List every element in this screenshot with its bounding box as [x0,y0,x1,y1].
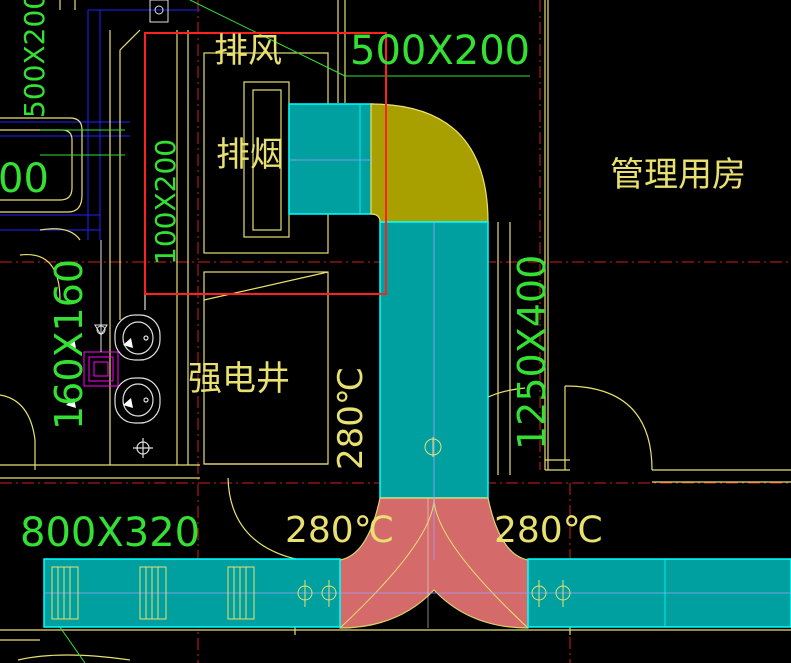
arrow-icons [66,338,133,408]
label-electrical-shaft: 强电井 [188,359,290,399]
ductwork [43,103,791,629]
label-smoke-exhaust: 排烟 [216,135,284,175]
fire-damper-icon [51,566,255,620]
label-management-room: 管理用房 [610,155,746,195]
duct-elbow [370,103,489,223]
valve-icon [297,437,571,607]
washbasin-icon [114,290,161,458]
label-left-00: 00 [0,156,49,202]
label-duct-main-bottom: 800X320 [20,510,200,556]
label-duct-left-vertical: 500X200 [18,0,51,118]
duct-tee [339,497,529,629]
floor-drain-icon [83,240,119,387]
selection-box[interactable] [144,32,387,295]
label-temp-vertical: 280℃ [331,367,371,470]
blue-lines [0,9,200,240]
label-duct-main-vertical: 1250X400 [510,255,554,450]
label-duct-mid-vertical: 100X200 [149,139,182,265]
label-temp-right: 280℃ [494,510,603,551]
duct-segment-upper [288,103,374,215]
top-marker-icon [149,0,169,23]
label-temp-left: 280℃ [285,510,394,551]
label-exhaust-air: 排风 [214,31,282,71]
label-duct-top: 500X200 [350,28,530,74]
text-labels: 排风 排烟 500X200 管理用房 强电井 800X320 280℃ 280℃… [0,0,746,556]
label-duct-riser: 160X160 [47,259,91,430]
